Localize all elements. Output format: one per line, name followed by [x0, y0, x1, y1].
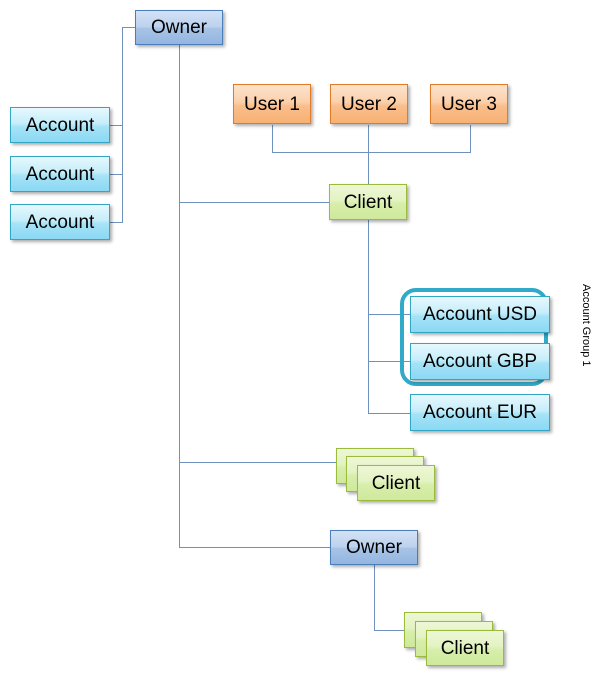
account-group-container	[400, 288, 548, 386]
node-account-gbp-label: Account GBP	[422, 351, 538, 372]
node-owner-bottom-label: Owner	[346, 537, 402, 558]
connector-account-2	[110, 174, 123, 175]
connector-user-3-down	[470, 125, 471, 153]
connector-account-1	[110, 125, 123, 126]
node-user-1[interactable]: User 1	[233, 84, 311, 124]
node-account-eur[interactable]: Account EUR	[410, 394, 550, 431]
node-account-1[interactable]: Account	[10, 107, 110, 143]
connector-user-1-down	[272, 125, 273, 153]
connector-owner-main-trunk	[179, 45, 180, 548]
node-account-2[interactable]: Account	[10, 156, 110, 192]
client-stack-1-layer-front: Client	[357, 465, 435, 501]
node-account-3-label: Account	[25, 211, 95, 233]
node-user-3[interactable]: User 3	[430, 84, 508, 124]
connector-owner-left-stub	[122, 27, 136, 28]
connector-client-to-account-gbp	[368, 361, 410, 362]
node-account-gbp[interactable]: Account GBP	[410, 343, 550, 380]
account-group-label: Account Group 1	[580, 284, 592, 367]
node-account-1-label: Account	[25, 114, 95, 136]
node-user-1-label: User 1	[244, 93, 300, 115]
node-user-3-label: User 3	[441, 93, 497, 115]
connector-owner-to-owner-bottom	[179, 547, 330, 548]
node-client-stack-2[interactable]: Client	[404, 612, 514, 674]
node-account-usd-label: Account USD	[422, 304, 538, 325]
connector-owner-to-client-stack	[179, 462, 336, 463]
connector-user-2-to-client	[368, 125, 369, 185]
connector-client-to-account-eur	[368, 413, 410, 414]
node-client-stack-2-label: Client	[440, 637, 490, 659]
connector-owner-to-client	[179, 202, 329, 203]
node-account-2-label: Account	[25, 163, 95, 185]
connector-owner-bottom-to-client-stack	[374, 630, 414, 631]
node-owner-top[interactable]: Owner	[135, 10, 223, 45]
node-user-2-label: User 2	[341, 93, 397, 115]
node-account-eur-label: Account EUR	[422, 402, 538, 423]
node-client-stack-1[interactable]: Client	[336, 448, 446, 508]
node-client-main[interactable]: Client	[329, 184, 407, 220]
node-user-2[interactable]: User 2	[330, 84, 408, 124]
connector-users-bus	[272, 152, 471, 153]
node-owner-bottom[interactable]: Owner	[330, 530, 418, 565]
client-stack-2-layer-front: Client	[426, 630, 504, 666]
node-account-usd[interactable]: Account USD	[410, 296, 550, 333]
connector-account-3	[110, 222, 123, 223]
node-owner-top-label: Owner	[151, 17, 207, 38]
node-client-stack-1-label: Client	[371, 472, 421, 494]
connector-owner-bottom-trunk	[374, 565, 375, 630]
node-account-3[interactable]: Account	[10, 204, 110, 240]
node-client-main-label: Client	[343, 191, 393, 213]
connector-client-to-account-usd	[368, 314, 410, 315]
connector-client-trunk	[368, 220, 369, 414]
